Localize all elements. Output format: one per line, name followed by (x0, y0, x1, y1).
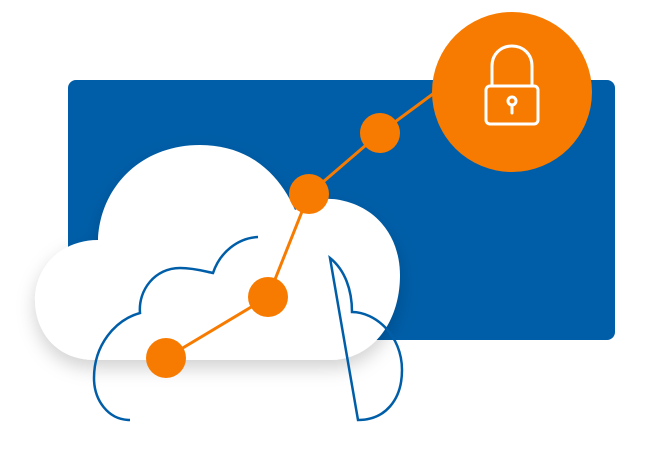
lock-badge (432, 12, 592, 172)
network-node-icon (248, 277, 288, 317)
cloud-outline-icon (92, 235, 404, 422)
network-node-icon (360, 113, 400, 153)
network-node-icon (289, 174, 329, 214)
lock-icon (484, 44, 540, 126)
network-node-icon (146, 338, 186, 378)
cloud-icon (35, 145, 400, 360)
